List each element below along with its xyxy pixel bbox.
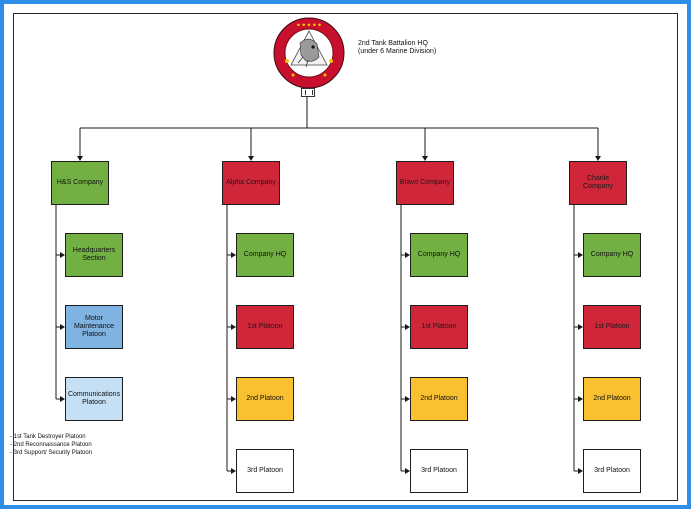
unit-label: 1st Platoon bbox=[247, 323, 283, 330]
company-arrowhead bbox=[422, 156, 428, 161]
unit-arrowhead bbox=[578, 324, 583, 330]
unit-label: Communications Platoon bbox=[67, 391, 121, 406]
unit-box-charlie-company-1st-platoon: 1st Platoon bbox=[583, 305, 641, 349]
unit-box-alpha-company-2nd-platoon: 2nd Platoon bbox=[236, 377, 294, 421]
unit-arrowhead bbox=[405, 468, 410, 474]
unit-label: Motor Maintenance Platoon bbox=[73, 315, 115, 338]
unit-arrowhead bbox=[405, 324, 410, 330]
notes-list: - 1st Tank Destroyer Platoon - 2nd Recon… bbox=[10, 433, 140, 457]
unit-label: 3rd Platoon bbox=[421, 467, 457, 474]
unit-label: 1st Platoon bbox=[594, 323, 630, 330]
company-arrowhead bbox=[595, 156, 601, 161]
note-item: - 3rd Support/ Security Platoon bbox=[10, 450, 93, 456]
company-box-hands-company: H&S Company bbox=[51, 161, 109, 205]
company-box-alpha-company: Alpha Company bbox=[222, 161, 280, 205]
unit-box-hands-company-communications-platoon: Communications Platoon bbox=[65, 377, 123, 421]
company-arrowhead bbox=[77, 156, 83, 161]
company-box-bravo-company: Bravo Company bbox=[396, 161, 454, 205]
unit-arrowhead bbox=[405, 252, 410, 258]
unit-arrowhead bbox=[60, 324, 65, 330]
unit-arrowhead bbox=[60, 252, 65, 258]
unit-arrowhead bbox=[231, 324, 236, 330]
note-item: - 1st Tank Destroyer Platoon bbox=[10, 434, 86, 440]
insignia-connector-tab bbox=[301, 88, 315, 97]
unit-label: 3rd Platoon bbox=[247, 467, 283, 474]
svg-text:● ● ● ● ●: ● ● ● ● ● bbox=[297, 23, 322, 29]
company-label: Alpha Company bbox=[226, 179, 276, 186]
unit-arrowhead bbox=[231, 468, 236, 474]
company-arrowhead bbox=[248, 156, 254, 161]
unit-box-hands-company-headquarters-section: Headquarters Section bbox=[65, 233, 123, 277]
unit-label: 2nd Platoon bbox=[593, 395, 631, 402]
unit-arrowhead bbox=[578, 468, 583, 474]
unit-box-alpha-company-company-hq: Company HQ bbox=[236, 233, 294, 277]
unit-label: Headquarters Section bbox=[72, 247, 116, 262]
unit-box-bravo-company-1st-platoon: 1st Platoon bbox=[410, 305, 468, 349]
root-label-line2: (under 6 Marine Division) bbox=[358, 48, 437, 55]
unit-box-hands-company-motor-maintenance-platoon: Motor Maintenance Platoon bbox=[65, 305, 123, 349]
unit-arrowhead bbox=[578, 396, 583, 402]
unit-label: Company HQ bbox=[243, 251, 287, 258]
company-box-charlie-company: Charlie Company bbox=[569, 161, 627, 205]
unit-box-charlie-company-2nd-platoon: 2nd Platoon bbox=[583, 377, 641, 421]
diagram-canvas-border bbox=[13, 13, 678, 501]
unit-box-bravo-company-3rd-platoon: 3rd Platoon bbox=[410, 449, 468, 493]
unit-box-alpha-company-3rd-platoon: 3rd Platoon bbox=[236, 449, 294, 493]
company-label: H&S Company bbox=[56, 179, 104, 186]
unit-box-bravo-company-2nd-platoon: 2nd Platoon bbox=[410, 377, 468, 421]
unit-arrowhead bbox=[405, 396, 410, 402]
unit-label: 2nd Platoon bbox=[420, 395, 458, 402]
company-label: Bravo Company bbox=[399, 179, 451, 186]
unit-arrowhead bbox=[60, 396, 65, 402]
unit-box-charlie-company-company-hq: Company HQ bbox=[583, 233, 641, 277]
battalion-insignia-icon: ● ● ● ● ● bbox=[273, 17, 345, 89]
note-item: - 2nd Reconnaissance Platoon bbox=[10, 442, 92, 448]
unit-arrowhead bbox=[578, 252, 583, 258]
unit-box-alpha-company-1st-platoon: 1st Platoon bbox=[236, 305, 294, 349]
unit-box-charlie-company-3rd-platoon: 3rd Platoon bbox=[583, 449, 641, 493]
root-label: 2nd Tank Battalion HQ (under 6 Marine Di… bbox=[358, 40, 468, 56]
unit-label: 1st Platoon bbox=[421, 323, 457, 330]
unit-label: Company HQ bbox=[590, 251, 634, 258]
unit-arrowhead bbox=[231, 396, 236, 402]
unit-box-bravo-company-company-hq: Company HQ bbox=[410, 233, 468, 277]
unit-label: Company HQ bbox=[417, 251, 461, 258]
root-label-line1: 2nd Tank Battalion HQ bbox=[358, 40, 428, 47]
company-label: Charlie Company bbox=[583, 175, 613, 190]
unit-label: 2nd Platoon bbox=[246, 395, 284, 402]
unit-label: 3rd Platoon bbox=[594, 467, 630, 474]
unit-arrowhead bbox=[231, 252, 236, 258]
